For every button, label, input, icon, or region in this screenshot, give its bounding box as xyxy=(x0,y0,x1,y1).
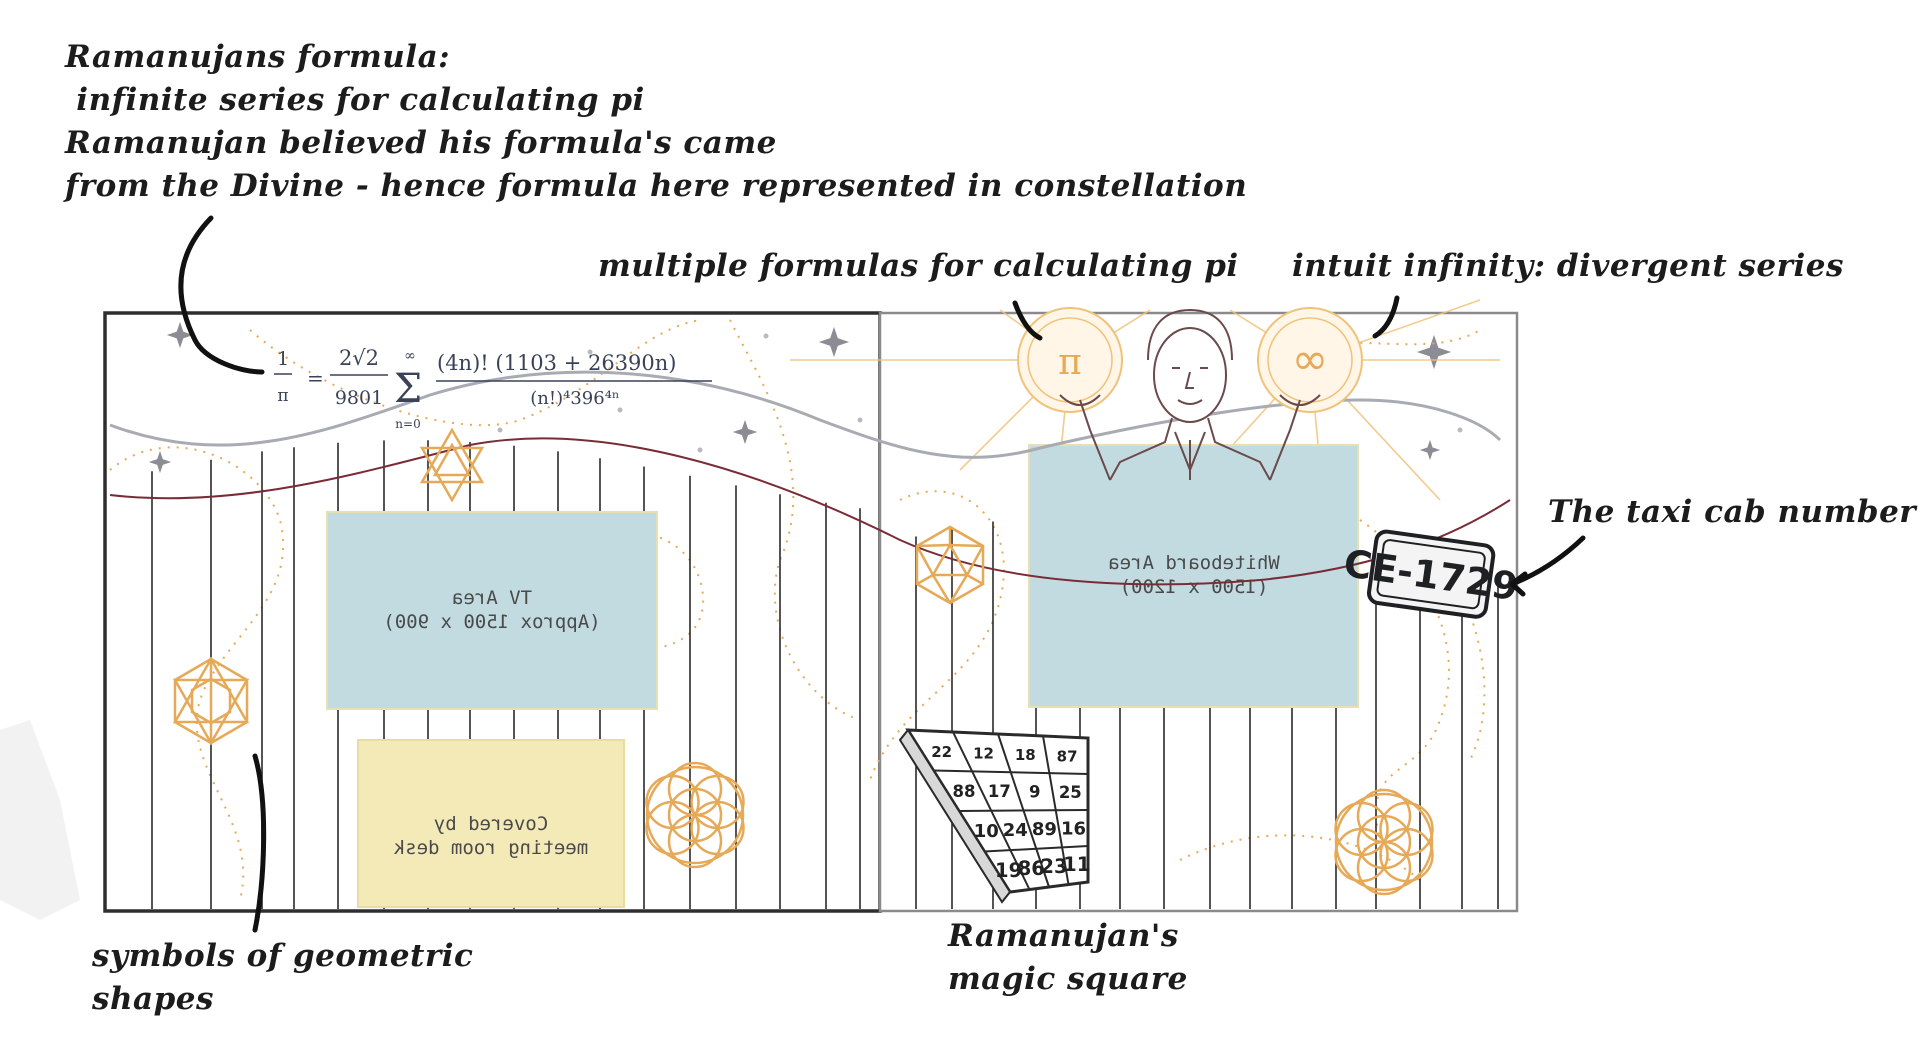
annotation-multiple-formulas: multiple formulas for calculating pi xyxy=(598,248,1239,284)
whiteboard-area xyxy=(1028,444,1359,708)
star-icon xyxy=(148,450,172,474)
magic-square-cell: 10 xyxy=(974,821,999,842)
desk-area xyxy=(357,739,625,908)
annotation-magic-square: Ramanujan's magic square xyxy=(948,918,1188,997)
portrait-arms xyxy=(1079,399,1301,481)
magic-square-cell: 9 xyxy=(1029,783,1040,802)
annotation-ramanujan-formula: Ramanujans formula: infinite series for … xyxy=(65,39,1248,204)
magic-square-edge xyxy=(898,728,1012,904)
orbit-line xyxy=(869,490,1005,781)
icosahedron-icon xyxy=(915,525,985,605)
zones xyxy=(326,444,1359,908)
magic-square-cell: 24 xyxy=(1003,820,1028,841)
orbit-line xyxy=(1279,329,1481,351)
portrait-features xyxy=(1172,367,1208,405)
magic-square-cell: 18 xyxy=(1015,746,1036,764)
formula-sigma: Σ xyxy=(394,366,422,412)
magic-square-cell: 19 xyxy=(995,859,1022,882)
magic-square-cell: 17 xyxy=(988,782,1011,801)
magic-square-cell: 22 xyxy=(931,743,952,761)
magic-square-cell: 23 xyxy=(1040,855,1067,878)
star-icon xyxy=(166,321,194,349)
magic-square-cell: 11 xyxy=(1063,853,1090,876)
maroon-wave xyxy=(109,437,1511,586)
infinity-orb: ∞ xyxy=(1257,307,1363,413)
portrait-collar xyxy=(1174,431,1206,480)
magic-square-cell: 86 xyxy=(1018,857,1045,880)
star-icon xyxy=(818,326,850,358)
star-icon xyxy=(1416,334,1452,370)
formula-coefficient-denominator: 9801 xyxy=(335,387,383,409)
formula-sum-lower: n=0 xyxy=(395,417,420,431)
tv-area-size: (Approx 1500 x 900) xyxy=(383,611,600,633)
formula-term-denominator: (n!)⁴396⁴ⁿ xyxy=(530,388,619,409)
annotation-taxi-cab: The taxi cab number xyxy=(1548,494,1917,530)
grey-wave xyxy=(109,370,1502,459)
ramanujan-portrait-sketch xyxy=(1059,308,1321,481)
paper-smudge xyxy=(0,720,80,920)
annotation-geometric-shapes: symbols of geometric shapes xyxy=(92,938,474,1017)
star-dot xyxy=(857,417,863,423)
formula-callout-line xyxy=(178,215,265,375)
flower-of-life-icon xyxy=(1334,788,1434,896)
magic-square-cell: 25 xyxy=(1059,783,1082,802)
magic-square-cell: 87 xyxy=(1057,747,1078,765)
arrow-head-icon xyxy=(1509,571,1528,597)
star-dot xyxy=(697,447,703,453)
star-icon xyxy=(1419,439,1441,461)
portrait-hair xyxy=(1147,308,1233,361)
pi-callout-line xyxy=(1012,300,1043,341)
portrait-shoulders xyxy=(1109,417,1271,481)
geometric-callout-line xyxy=(252,753,267,933)
geometric-symbols xyxy=(172,427,1434,896)
formula-coefficient-numerator: 2√2 xyxy=(339,346,379,370)
infinity-symbol-icon: ∞ xyxy=(1292,334,1329,385)
pi-orb: π xyxy=(1017,307,1123,413)
formula-term-numerator: (4n)! (1103 + 26390n) xyxy=(437,351,677,375)
star-icon xyxy=(732,419,758,445)
star-of-david-icon xyxy=(419,427,485,503)
magic-square-cell: 16 xyxy=(1061,818,1086,839)
ramanujan-formula-constellation: 1 π = 2√2 9801 ∞ Σ n=0 (4n)! (1103 + 263… xyxy=(274,346,712,431)
dotted-orbit-lines xyxy=(109,319,1486,901)
tv-area xyxy=(326,511,658,710)
star-dot xyxy=(617,407,623,413)
grid-line xyxy=(958,809,1089,812)
metatron-cube-icon xyxy=(172,656,250,746)
annotation-intuit-infinity: intuit infinity: divergent series xyxy=(1292,248,1844,284)
star-dot xyxy=(763,333,769,339)
grid-line xyxy=(1042,735,1070,885)
desk-area-line1: Covered by xyxy=(434,813,548,835)
star-dot xyxy=(587,349,593,355)
magic-square-cell: 89 xyxy=(1032,819,1057,840)
star-dot xyxy=(1457,427,1463,433)
infinity-callout-line xyxy=(1372,295,1400,339)
magic-square-cell: 12 xyxy=(973,744,994,762)
tv-area-title: TV Area xyxy=(452,587,532,609)
magic-square-grid xyxy=(933,731,1089,890)
desk-area-line2: meeting room desk xyxy=(393,837,588,859)
whiteboard-area-title: Whiteboard Area xyxy=(1108,552,1280,574)
grid-line xyxy=(984,845,1089,853)
callout-lines xyxy=(178,215,1586,933)
formula-sum-upper: ∞ xyxy=(404,348,416,364)
flower-of-life-icon xyxy=(645,761,745,869)
taxi-cab-plate: CE-1729 xyxy=(1341,529,1521,619)
formula-lhs-numerator: 1 xyxy=(277,348,289,370)
pi-symbol-icon: π xyxy=(1058,342,1082,383)
formula-equals: = xyxy=(307,366,324,390)
whiteboard-area-size: (1500 x 1200) xyxy=(1120,576,1269,598)
formula-lhs-denominator: π xyxy=(277,386,288,406)
magic-square-cell: 88 xyxy=(953,782,976,801)
portrait-hands xyxy=(1059,394,1321,406)
star-dot xyxy=(497,427,503,433)
